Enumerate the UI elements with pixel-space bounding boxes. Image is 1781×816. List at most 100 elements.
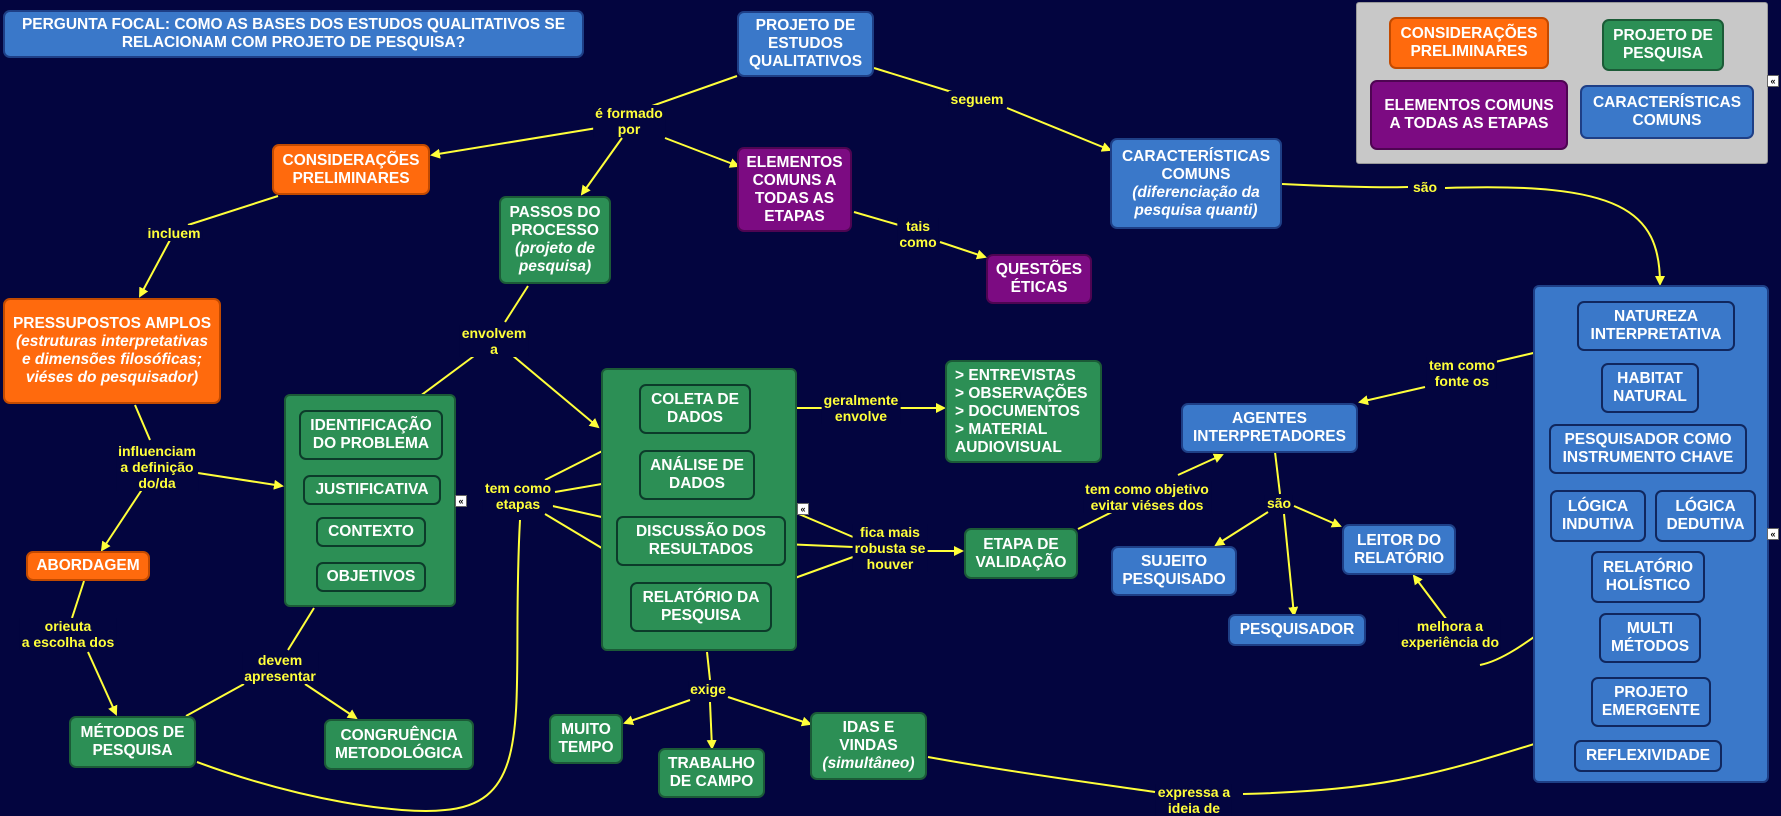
collapse-legend-icon[interactable]: « <box>1767 75 1779 87</box>
container-etapas: COLETA DE DADOS ANÁLISE DE DADOS DISCUSS… <box>601 368 797 651</box>
node-passos-title: PASSOS DO PROCESSO <box>509 204 601 239</box>
node-metodos[interactable]: MÉTODOS DE PESQUISA <box>69 716 196 768</box>
node-coleta-text: COLETA DE DADOS <box>651 391 739 426</box>
node-emergente[interactable]: PROJETO EMERGENTE <box>1591 677 1711 727</box>
node-reflexividade[interactable]: REFLEXIVIDADE <box>1574 740 1722 772</box>
node-congruencia[interactable]: CONGRUÊNCIA METODOLÓGICA <box>324 719 474 770</box>
node-objetivos-text: OBJETIVOS <box>326 568 416 585</box>
collapse-left-icon[interactable]: « <box>455 495 467 507</box>
node-dedutiva-text: LÓGICA DEDUTIVA <box>1666 498 1745 533</box>
link-projeto-seguem <box>873 67 956 94</box>
node-agentes-text: AGENTES INTERPRETADORES <box>1192 410 1346 445</box>
link-objetivo-agentes <box>1177 453 1224 476</box>
link-sao-natureza <box>1444 186 1665 286</box>
label-influenciam: influenciam a definição do/da <box>116 443 198 491</box>
collapse-center-icon[interactable]: « <box>797 503 809 515</box>
label-fonte: tem como fonte os <box>1426 357 1498 389</box>
label-seguem: seguem <box>948 91 1006 107</box>
node-relatorio-pesquisa[interactable]: RELATÓRIO DA PESQUISA <box>630 582 772 632</box>
container-problema: IDENTIFICAÇÃO DO PROBLEMA JUSTIFICATIVA … <box>284 394 456 607</box>
node-consideracoes[interactable]: CONSIDERAÇÕES PRELIMINARES <box>272 144 430 195</box>
node-discussao[interactable]: DISCUSSÃO DOS RESULTADOS <box>616 516 786 566</box>
legend-projeto-text: PROJETO DE PESQUISA <box>1613 27 1713 62</box>
node-agentes[interactable]: AGENTES INTERPRETADORES <box>1181 403 1358 453</box>
node-identificacao-text: IDENTIFICAÇÃO DO PROBLEMA <box>310 417 432 452</box>
link-tais-questoes <box>939 241 987 260</box>
container-caracteristicas: NATUREZA INTERPRETATIVA HABITAT NATURAL … <box>1533 285 1769 783</box>
label-envolvem: envolvem a <box>459 325 529 357</box>
node-discussao-text: DISCUSSÃO DOS RESULTADOS <box>635 523 767 558</box>
node-objetivos[interactable]: OBJETIVOS <box>316 562 426 592</box>
link-elementos-tais <box>853 211 903 227</box>
legend-caracteristicas: CARACTERÍSTICAS COMUNS <box>1580 85 1754 139</box>
node-holistico[interactable]: RELATÓRIO HOLÍSTICO <box>1591 551 1705 603</box>
node-projeto-estudos[interactable]: PROJETO DE ESTUDOS QUALITATIVOS <box>737 11 874 77</box>
node-caracteristicas-detail: (diferenciação da pesquisa quanti) <box>1132 183 1260 219</box>
node-multi[interactable]: MULTI MÉTODOS <box>1599 613 1701 663</box>
node-natureza[interactable]: NATUREZA INTERPRETATIVA <box>1577 301 1735 351</box>
link-influenciam-identificacao <box>197 472 284 490</box>
collapse-right-icon[interactable]: « <box>1767 528 1779 540</box>
node-idas-vindas-detail: (simultâneo) <box>822 755 915 772</box>
link-formado-elementos <box>664 137 740 168</box>
link-exige-idas <box>727 696 812 727</box>
link-exige-trabalho <box>706 701 717 750</box>
node-idas-vindas[interactable]: IDAS E VINDAS (simultâneo) <box>810 712 927 780</box>
node-contexto[interactable]: CONTEXTO <box>316 517 426 547</box>
node-caracteristicas[interactable]: CARACTERÍSTICAS COMUNS (diferenciação da… <box>1110 138 1282 229</box>
legend-preliminares: CONSIDERAÇÕES PRELIMINARES <box>1389 17 1549 69</box>
legend: CONSIDERAÇÕES PRELIMINARES PROJETO DE PE… <box>1356 2 1768 164</box>
legend-projeto: PROJETO DE PESQUISA <box>1602 19 1724 71</box>
node-trabalho-campo[interactable]: TRABALHO DE CAMPO <box>658 748 765 798</box>
label-objetivo: tem como objetivo evitar viéses dos <box>1083 481 1211 513</box>
node-habitat[interactable]: HABITAT NATURAL <box>1601 363 1699 413</box>
node-pressupostos[interactable]: PRESSUPOSTOS AMPLOS (estruturas interpre… <box>3 298 221 404</box>
link-orienta-metodos <box>87 651 118 716</box>
node-sujeito[interactable]: SUJEITO PESQUISADO <box>1111 546 1237 596</box>
link-formado-passos <box>580 137 623 196</box>
node-indutiva[interactable]: LÓGICA INDUTIVA <box>1550 490 1646 542</box>
node-instrumento[interactable]: PESQUISADOR COMO INSTRUMENTO CHAVE <box>1549 424 1747 474</box>
node-metodos-text: MÉTODOS DE PESQUISA <box>80 724 185 759</box>
node-elementos-text: ELEMENTOS COMUNS A TODAS AS ETAPAS <box>746 153 843 225</box>
link-influenciam-abordagem <box>100 487 144 552</box>
node-elementos[interactable]: ELEMENTOS COMUNS A TODAS AS ETAPAS <box>737 147 852 232</box>
link-passos-envolvem <box>504 285 529 323</box>
node-pressupostos-title: PRESSUPOSTOS AMPLOS <box>12 315 212 332</box>
link-green-devem <box>287 607 315 651</box>
node-multi-text: MULTI MÉTODOS <box>1610 620 1690 655</box>
node-muito-tempo-text: MUITO TEMPO <box>558 721 614 756</box>
node-leitor[interactable]: LEITOR DO RELATÓRIO <box>1342 524 1456 575</box>
link-fonte-agentes <box>1358 386 1426 406</box>
node-etapa-validacao[interactable]: ETAPA DE VALIDAÇÃO <box>964 528 1078 579</box>
link-devem-metodos <box>185 683 245 717</box>
node-abordagem[interactable]: ABORDAGEM <box>26 551 150 581</box>
node-pesquisador-text: PESQUISADOR <box>1239 621 1355 638</box>
node-identificacao[interactable]: IDENTIFICAÇÃO DO PROBLEMA <box>299 410 443 460</box>
node-passos[interactable]: PASSOS DO PROCESSO (projeto de pesquisa) <box>499 196 611 284</box>
link-incluem-pressupostos <box>139 239 171 298</box>
item-entrevistas: > ENTREVISTAS <box>955 366 1076 384</box>
node-dedutiva[interactable]: LÓGICA DEDUTIVA <box>1655 490 1756 542</box>
legend-preliminares-text: CONSIDERAÇÕES PRELIMINARES <box>1400 25 1538 60</box>
node-caracteristicas-title: CARACTERÍSTICAS COMUNS <box>1121 147 1271 183</box>
node-questoes[interactable]: QUESTÕES ÉTICAS <box>986 254 1092 304</box>
link-seguem-caracteristicas <box>1006 107 1112 152</box>
node-muito-tempo[interactable]: MUITO TEMPO <box>549 714 623 764</box>
node-justificativa[interactable]: JUSTIFICATIVA <box>303 475 441 505</box>
link-formado-consideracoes <box>430 127 598 159</box>
node-analise-text: ANÁLISE DE DADOS <box>650 457 744 492</box>
node-tipos-dados[interactable]: > ENTREVISTAS > OBSERVAÇÕES > DOCUMENTOS… <box>945 360 1102 463</box>
link-consideracoes-incluem <box>187 195 279 226</box>
node-pesquisador[interactable]: PESQUISADOR <box>1228 614 1366 646</box>
node-analise[interactable]: ANÁLISE DE DADOS <box>639 450 755 500</box>
node-coleta[interactable]: COLETA DE DADOS <box>639 384 751 434</box>
link-melhora-leitor <box>1412 574 1451 625</box>
focal-question-text: PERGUNTA FOCAL: COMO AS BASES DOS ESTUDO… <box>21 16 566 51</box>
focal-question: PERGUNTA FOCAL: COMO AS BASES DOS ESTUDO… <box>3 10 584 58</box>
node-habitat-text: HABITAT NATURAL <box>1613 370 1687 405</box>
link-abordagem-orienta <box>71 580 85 619</box>
item-observacoes: > OBSERVAÇÕES <box>955 384 1088 402</box>
node-contexto-text: CONTEXTO <box>328 523 414 540</box>
label-devem: devem apresentar <box>242 652 318 684</box>
